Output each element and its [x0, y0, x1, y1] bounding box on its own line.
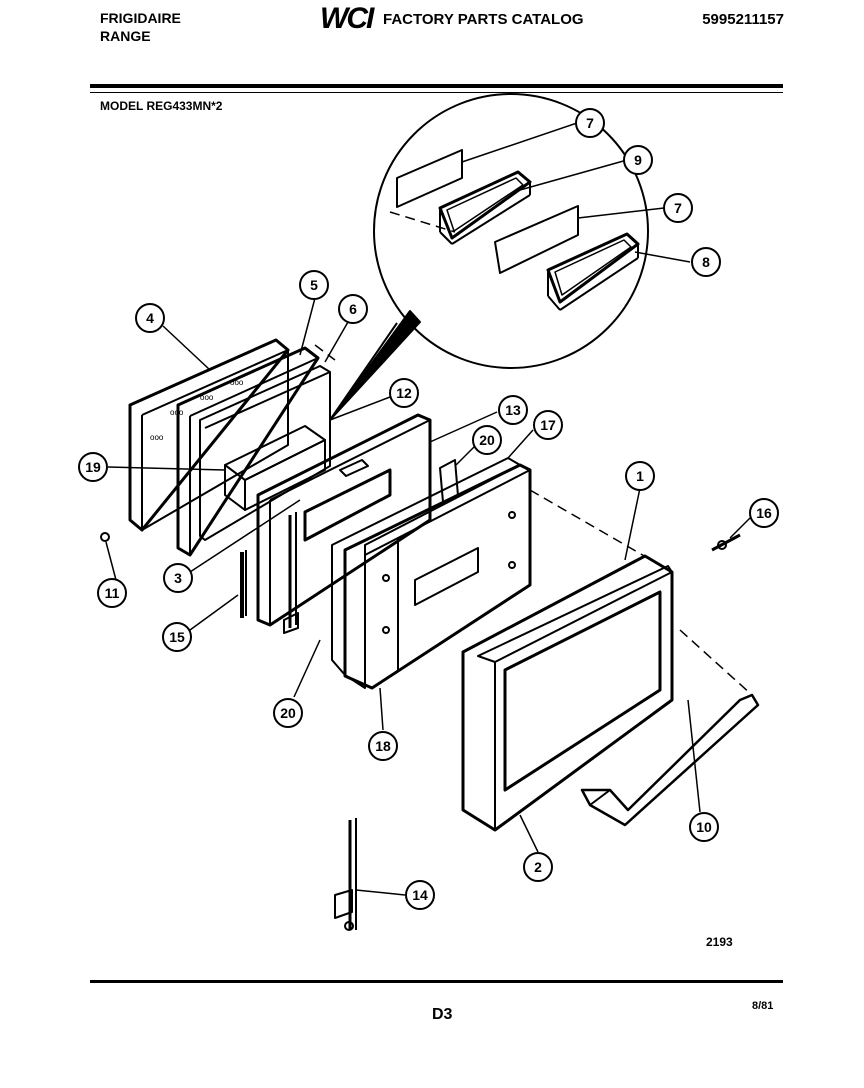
- brand-name: FRIGIDAIRE: [100, 10, 181, 26]
- wci-logo: WCI: [320, 2, 374, 35]
- header-rule-thin: [90, 92, 783, 93]
- svg-text:7: 7: [674, 200, 682, 216]
- page-number: D3: [432, 1006, 453, 1023]
- svg-text:11: 11: [105, 585, 120, 601]
- part-20-hinge-left: [283, 512, 299, 634]
- svg-text:18: 18: [375, 738, 391, 754]
- callout-10: 10: [689, 812, 719, 842]
- callout-16: 16: [749, 498, 779, 528]
- leader-lines: [105, 122, 751, 896]
- detail-gasket-8: [546, 232, 640, 311]
- footer-rule: [90, 980, 783, 983]
- svg-text:9: 9: [634, 152, 642, 168]
- svg-text:3: 3: [174, 570, 182, 586]
- callout-4: 4: [135, 303, 165, 333]
- product-type: RANGE: [100, 28, 151, 44]
- svg-text:14: 14: [412, 887, 428, 903]
- revision-date: 8/81: [752, 1000, 774, 1012]
- part-20-hinge-right: [439, 459, 459, 503]
- callout-5: 5: [299, 270, 329, 300]
- callout-18: 18: [368, 731, 398, 761]
- detail-glass-7b: [494, 205, 579, 274]
- part-1-frame-trim: [462, 555, 646, 653]
- callout-15: 15: [162, 622, 192, 652]
- svg-text:1: 1: [636, 468, 644, 484]
- svg-text:ooo: ooo: [150, 433, 164, 442]
- svg-text:ooo: ooo: [230, 378, 244, 387]
- callout-9: 9: [623, 145, 653, 175]
- part-12-panel: [256, 413, 432, 627]
- catalog-number: 5995211157: [702, 11, 784, 28]
- svg-text:17: 17: [540, 417, 556, 433]
- part-14-hinge: [334, 818, 357, 931]
- part-19-window-box: [224, 425, 326, 511]
- callout-11: 11: [97, 578, 127, 608]
- callout-labels: 7 9 7 8 4 5 6 12 13 20 17 19 1 16 3 11 1…: [78, 108, 779, 910]
- svg-text:2: 2: [534, 859, 542, 875]
- part-15-strip: [240, 550, 247, 618]
- svg-text:4: 4: [146, 310, 154, 326]
- part-10-handle: [580, 693, 760, 827]
- catalog-title: FACTORY PARTS CATALOG: [383, 11, 584, 28]
- svg-text:ooo: ooo: [200, 393, 214, 402]
- part-16-screw: [711, 533, 741, 552]
- callout-8: 8: [691, 247, 721, 277]
- svg-text:5: 5: [310, 277, 318, 293]
- svg-text:6: 6: [349, 301, 357, 317]
- part-11-screw: [100, 532, 110, 542]
- callout-20-bottom: 20: [273, 698, 303, 728]
- diagram-number: 2193: [706, 935, 733, 949]
- svg-text:19: 19: [85, 459, 101, 475]
- callout-13: 13: [498, 395, 528, 425]
- svg-text:10: 10: [696, 819, 712, 835]
- callout-7b: 7: [663, 193, 693, 223]
- callout-6: 6: [338, 294, 368, 324]
- callout-1: 1: [625, 461, 655, 491]
- callout-12: 12: [389, 378, 419, 408]
- detail-glass-7a: [396, 149, 463, 208]
- model-number: MODEL REG433MN*2: [100, 99, 223, 113]
- svg-text:15: 15: [169, 629, 185, 645]
- svg-text:20: 20: [280, 705, 296, 721]
- detail-magnifier-circle: [373, 93, 649, 369]
- svg-text:7: 7: [586, 115, 594, 131]
- svg-text:12: 12: [396, 385, 412, 401]
- svg-text:8: 8: [702, 254, 710, 270]
- magnifier-pointer: [329, 310, 421, 421]
- header-rule: [90, 84, 783, 88]
- callout-14: 14: [405, 880, 435, 910]
- svg-text:16: 16: [756, 505, 772, 521]
- callout-7a: 7: [575, 108, 605, 138]
- callout-3: 3: [163, 563, 193, 593]
- part-5-liner: [176, 346, 331, 557]
- callout-2: 2: [523, 852, 553, 882]
- callout-20-top: 20: [472, 425, 502, 455]
- part-4-inner-panel: ooo ooo ooo ooo: [128, 338, 290, 532]
- svg-text:20: 20: [479, 432, 495, 448]
- dashed-guides: [314, 211, 753, 696]
- callout-17: 17: [533, 410, 563, 440]
- callout-19: 19: [78, 452, 108, 482]
- part-18-door-panel: [331, 457, 532, 690]
- svg-text:13: 13: [505, 402, 521, 418]
